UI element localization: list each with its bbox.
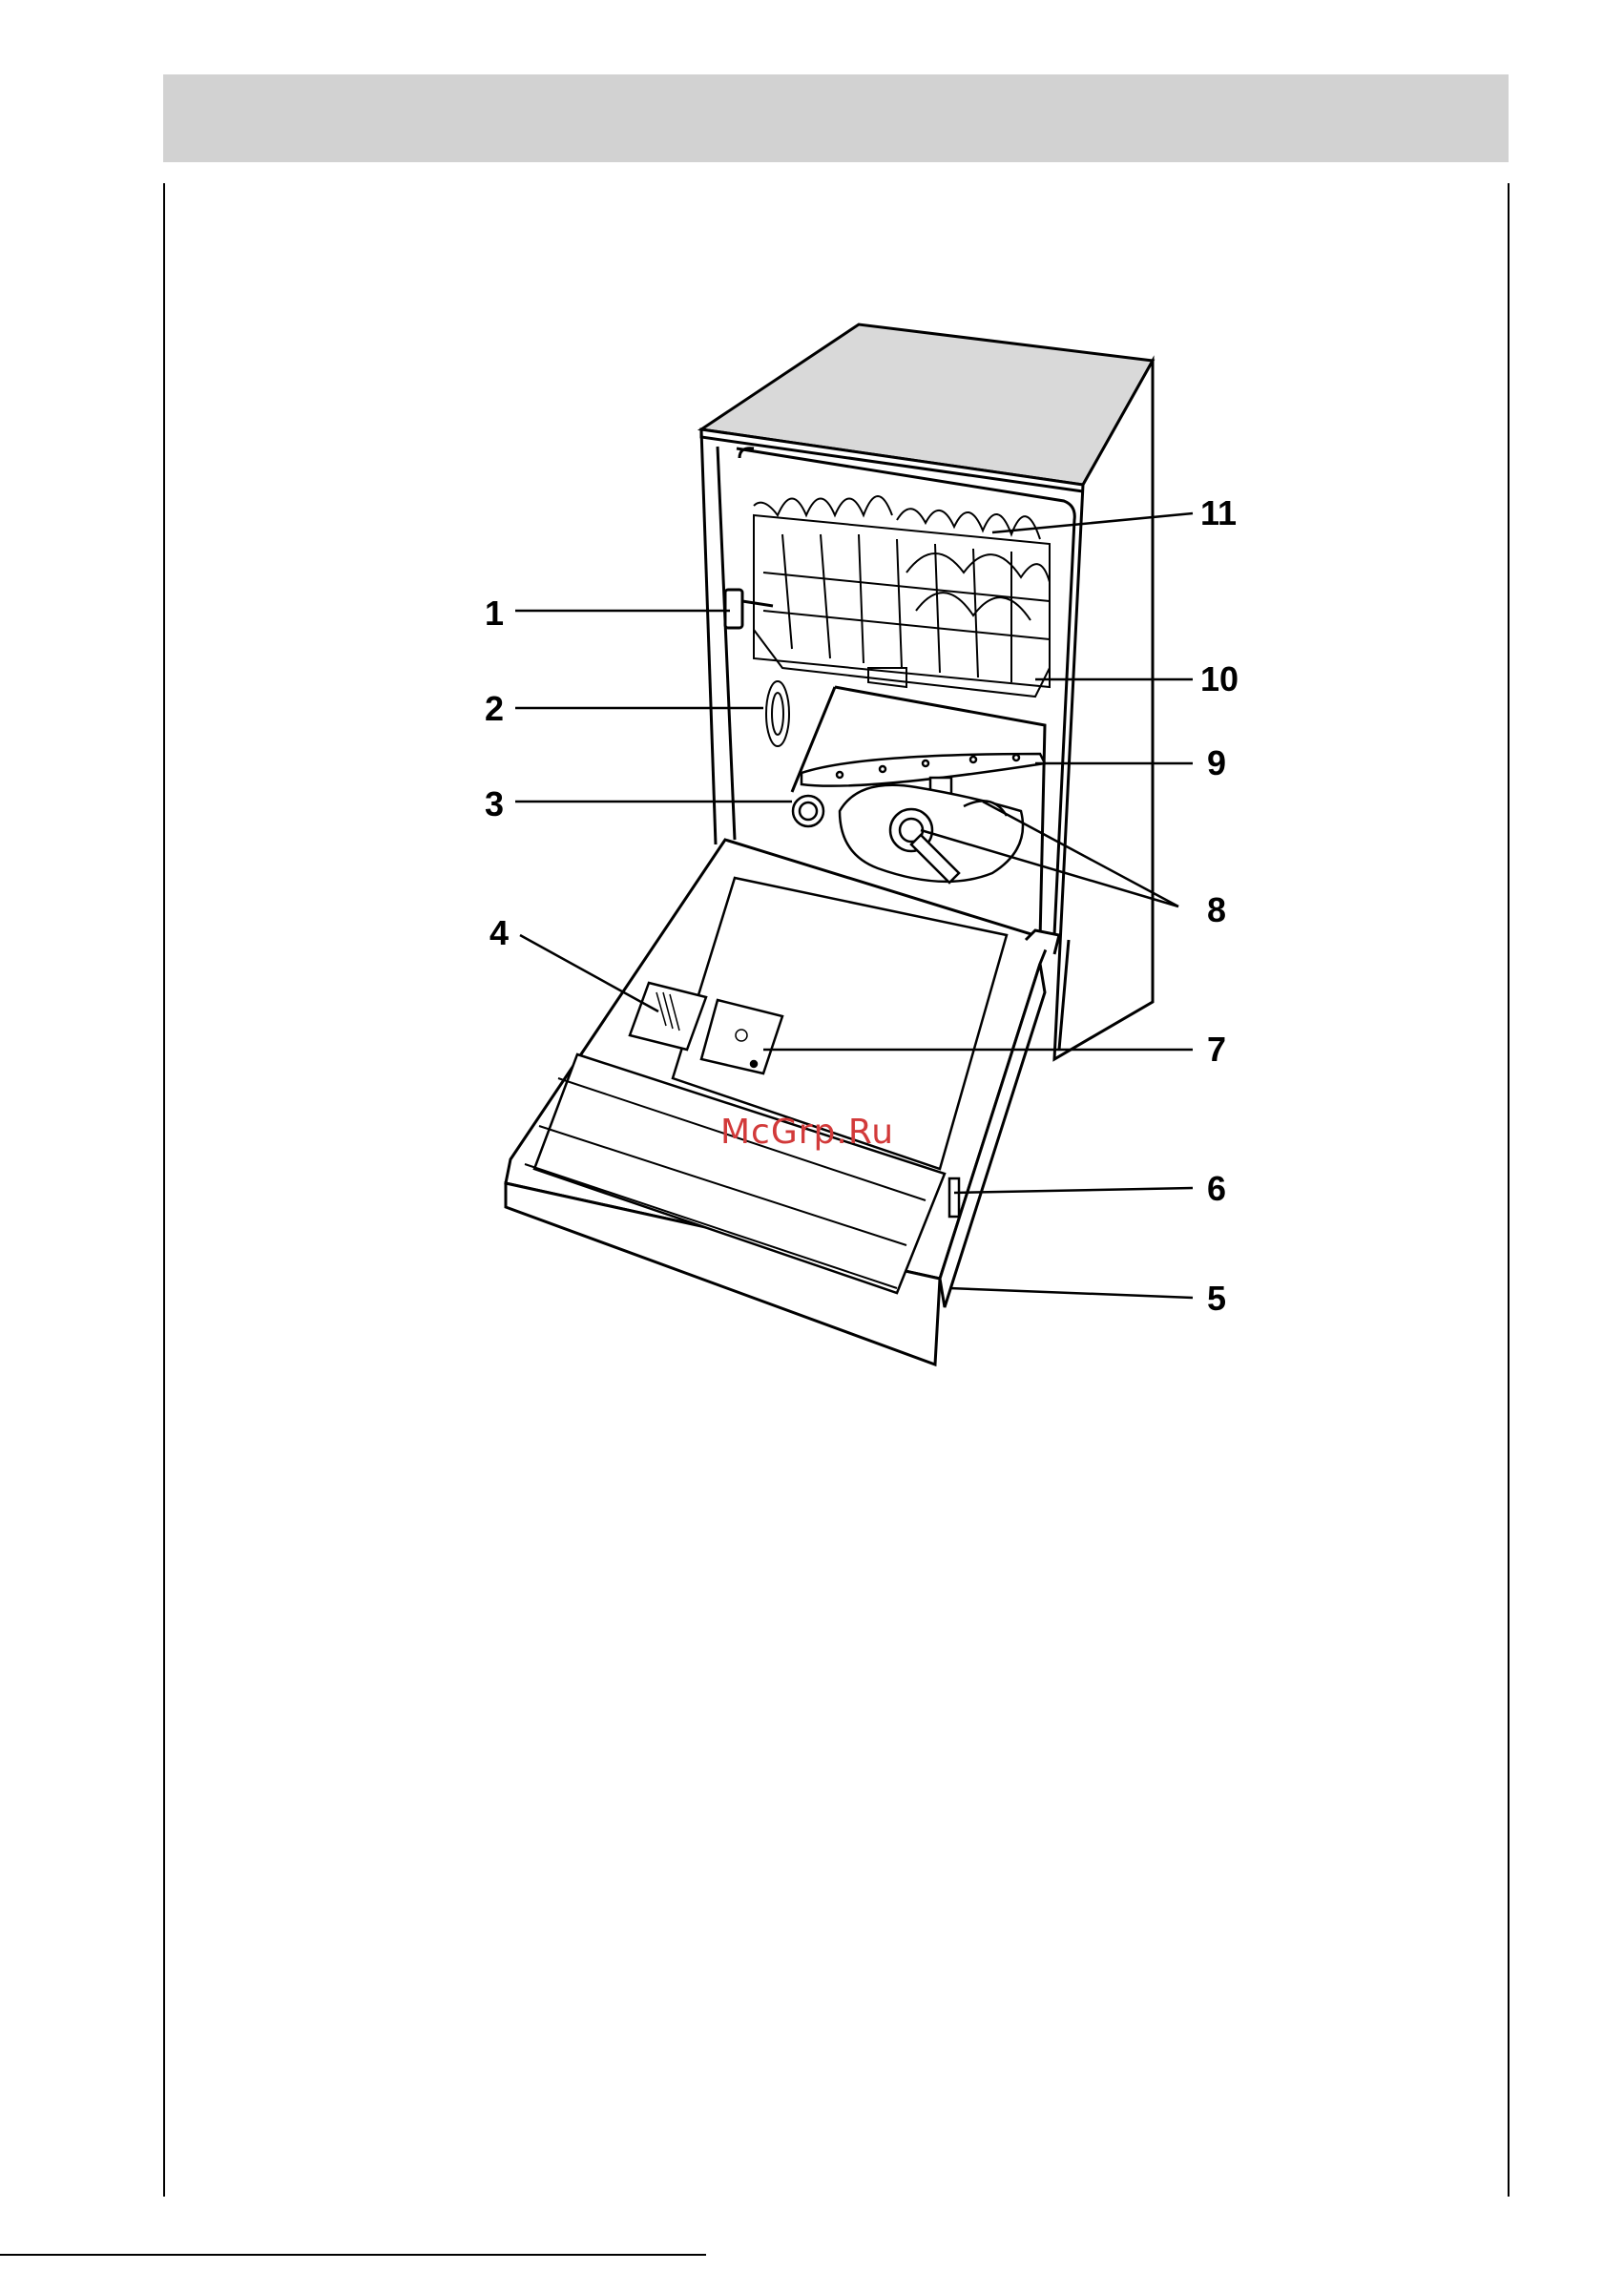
- callout-6: 6: [1207, 1169, 1226, 1208]
- callout-4: 4: [489, 913, 509, 952]
- callout-2: 2: [485, 689, 504, 728]
- side-water-inlet: [766, 681, 789, 746]
- callout-1: 1: [485, 594, 504, 633]
- callout-10: 10: [1200, 659, 1239, 698]
- watermark: McGrp.Ru: [720, 1113, 894, 1152]
- callout-8: 8: [1207, 890, 1226, 929]
- door-lock: [949, 1178, 959, 1217]
- callout-3: 3: [485, 784, 504, 823]
- open-door: [506, 840, 1059, 1365]
- callout-5: 5: [1207, 1279, 1226, 1318]
- upper-basket: [754, 496, 1050, 697]
- callout-9: 9: [1207, 743, 1226, 782]
- salt-container-cap: [793, 796, 823, 826]
- callout-11: 11: [1200, 493, 1237, 532]
- basket-rail-stop: [725, 590, 773, 628]
- callout-7: 7: [1207, 1030, 1226, 1069]
